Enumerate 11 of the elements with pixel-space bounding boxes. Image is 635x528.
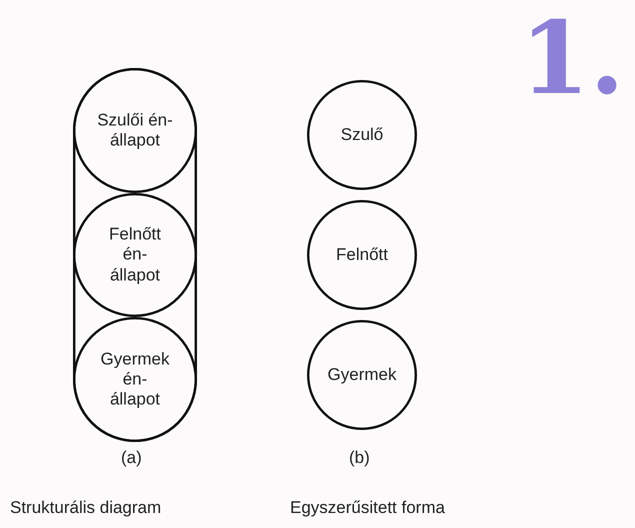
state-label: Felnőtt én- állapot (108, 224, 162, 286)
state-label: Gyermek (326, 364, 398, 386)
caption: Egyszerűsitett forma (290, 498, 445, 518)
figure-number: 1. (520, 8, 624, 108)
state-label: Szulő (340, 124, 384, 146)
state-label: Szulői én- állapot (96, 110, 174, 151)
panel-label: (b) (349, 448, 370, 468)
caption: Strukturális diagram (10, 498, 162, 518)
state-label: Felnőtt (335, 244, 389, 266)
panel-label: (a) (121, 448, 142, 468)
state-label: Gyermek én- állapot (100, 348, 170, 410)
